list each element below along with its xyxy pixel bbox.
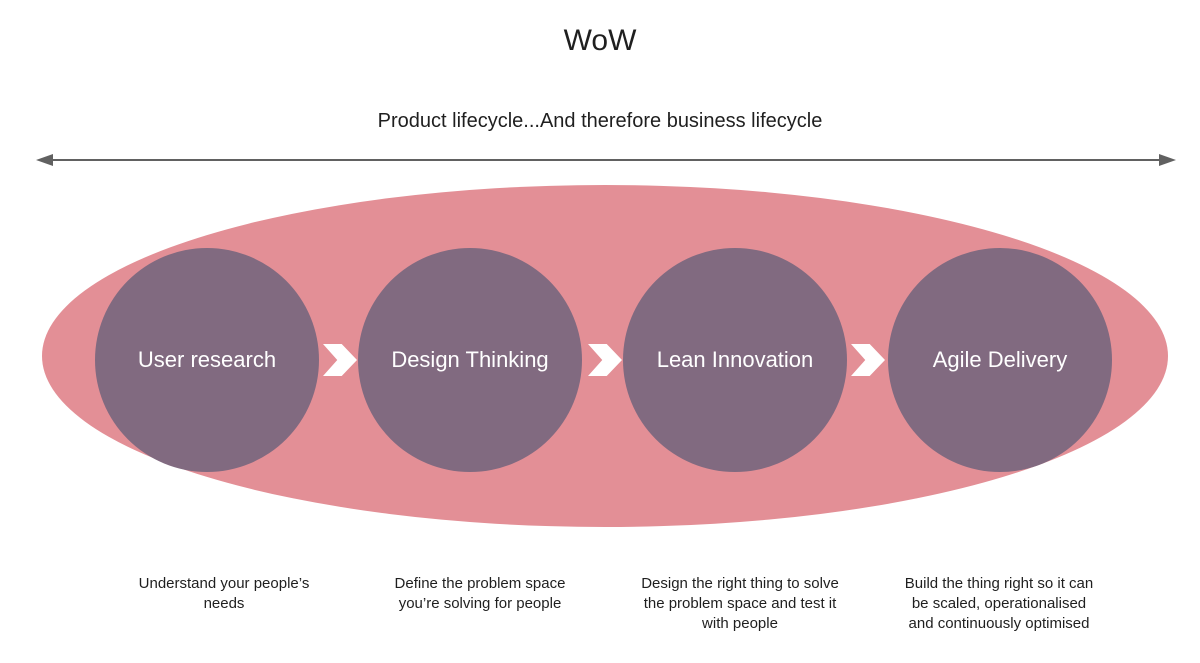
- stage-circle-lean-innovation: Lean Innovation: [623, 248, 847, 472]
- lifecycle-caption: Product lifecycle...And therefore busine…: [377, 110, 823, 132]
- stage-label: Lean Innovation: [656, 347, 814, 372]
- stage-description-lean-innovation: Design the right thing to solve the prob…: [641, 575, 839, 632]
- stage-label: Design Thinking: [391, 347, 549, 372]
- arrow-head-right-icon: [1159, 154, 1176, 166]
- stage-description-design-thinking: Define the problem space you’re solving …: [394, 575, 566, 612]
- stage-circle-agile-delivery: Agile Delivery: [888, 248, 1112, 472]
- stage-label: Agile Delivery: [932, 347, 1068, 372]
- stage-description-user-research: Understand your people’s needs: [138, 575, 310, 612]
- page-title: WoW: [563, 24, 637, 57]
- stage-label: User research: [137, 347, 277, 372]
- double-headed-arrow: [36, 154, 1176, 166]
- stage-description-agile-delivery: Build the thing right so it can be scale…: [904, 575, 1094, 632]
- arrow-head-left-icon: [36, 154, 53, 166]
- stage-circle-user-research: User research: [95, 248, 319, 472]
- stage-circle-design-thinking: Design Thinking: [358, 248, 582, 472]
